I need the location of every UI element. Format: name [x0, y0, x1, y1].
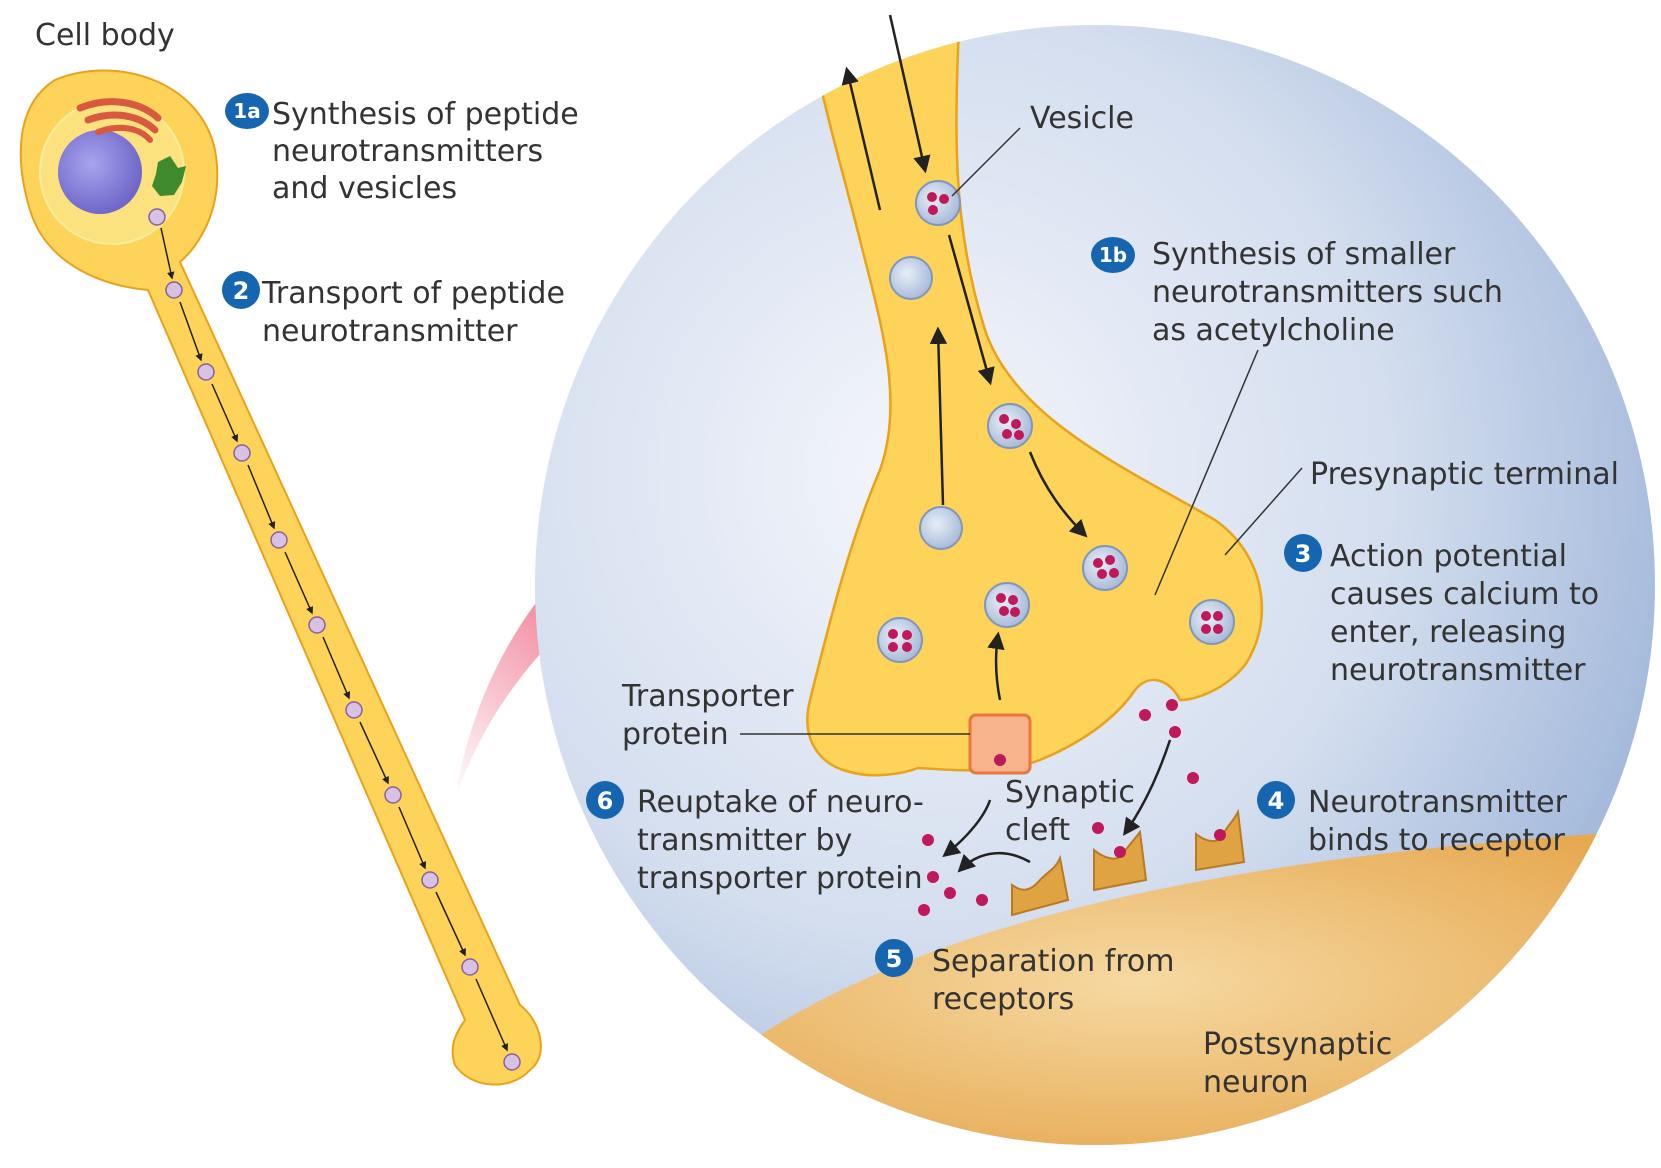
badge-2: 2: [222, 271, 260, 309]
step-1a-line-3: and vesicles: [272, 171, 457, 206]
step-1b-line-2: neurotransmitters such: [1152, 275, 1503, 310]
step-4-line-1: Neurotransmitter: [1308, 785, 1568, 820]
label-presynaptic-terminal: Presynaptic terminal: [1310, 457, 1619, 492]
badge-1b: 1b: [1091, 237, 1135, 273]
step-5-line-2: receptors: [932, 982, 1074, 1017]
badge-4: 4: [1257, 781, 1295, 819]
badge-2-text: 2: [233, 277, 250, 305]
badge-1a: 1a: [225, 93, 269, 129]
synaptic-cleft-line-1: Synaptic: [1005, 775, 1135, 810]
step-5-line-1: Separation from: [932, 944, 1174, 979]
step-3-line-4: neurotransmitter: [1330, 653, 1586, 688]
transporter-neurotransmitter: [994, 754, 1006, 766]
badge-5: 5: [875, 939, 913, 977]
synaptic-cleft-line-2: cleft: [1005, 813, 1070, 848]
left-neuron: [21, 71, 541, 1085]
label-cell-body: Cell body: [35, 18, 175, 53]
badge-1b-text: 1b: [1099, 243, 1127, 267]
step-4-line-2: binds to receptor: [1308, 823, 1565, 858]
step-2-line-2: neurotransmitter: [262, 314, 518, 349]
step-2-line-1: Transport of peptide: [261, 276, 565, 311]
transporter-label-line-2: protein: [622, 717, 729, 752]
badge-5-text: 5: [886, 945, 903, 973]
badge-6: 6: [586, 781, 624, 819]
postsynaptic-label-line-1: Postsynaptic: [1203, 1027, 1392, 1062]
badge-3-text: 3: [1295, 540, 1312, 568]
step-3-line-3: enter, releasing: [1330, 615, 1566, 650]
step-6-line-2: transmitter by: [637, 823, 852, 858]
step-6-line-1: Reuptake of neuro-: [637, 785, 924, 820]
step-3-line-1: Action potential: [1330, 539, 1567, 574]
label-vesicle: Vesicle: [1030, 101, 1134, 136]
badge-1a-text: 1a: [233, 99, 260, 123]
step-1b-line-3: as acetylcholine: [1152, 313, 1395, 348]
badge-6-text: 6: [597, 787, 614, 815]
step-1b-line-1: Synthesis of smaller: [1152, 237, 1456, 272]
step-3-line-2: causes calcium to: [1330, 577, 1599, 612]
step-1a-line-2: neurotransmitters: [272, 134, 543, 169]
step-1a-line-1: Synthesis of peptide: [272, 97, 579, 132]
step-6-line-3: transporter protein: [637, 861, 923, 896]
postsynaptic-label-line-2: neuron: [1203, 1065, 1309, 1100]
badge-3: 3: [1284, 534, 1322, 572]
badge-4-text: 4: [1268, 787, 1285, 815]
transporter-label-line-1: Transporter: [621, 679, 794, 714]
nucleus: [58, 130, 142, 214]
